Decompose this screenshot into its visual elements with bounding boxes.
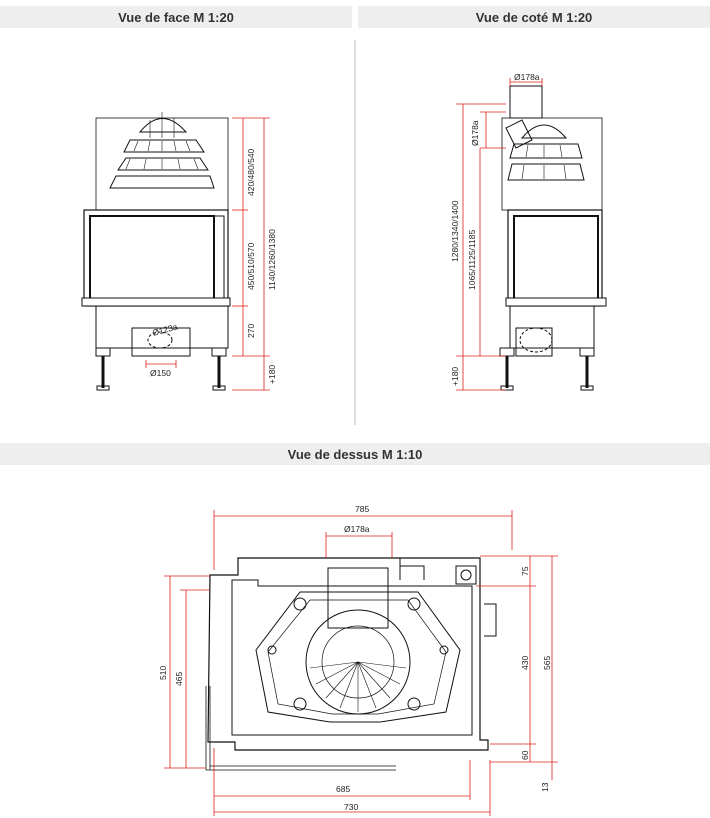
top-dim-465: 465 — [174, 672, 184, 686]
top-dim-60: 60 — [520, 750, 530, 760]
front-flue-label: Ø123a — [151, 322, 179, 338]
front-dim-feet: +180 — [267, 365, 277, 384]
top-dim-730: 730 — [344, 802, 358, 812]
front-view — [81, 112, 231, 391]
side-dimensions — [456, 78, 543, 391]
side-dim-total: 1280/1340/1400 — [450, 200, 460, 262]
top-flue-label: Ø178a — [344, 524, 370, 534]
side-dim-inner: 1065/1125/1185 — [467, 230, 477, 290]
top-dim-510: 510 — [158, 666, 168, 680]
front-dim-top: 420/480/540 — [246, 148, 256, 196]
front-dimensions — [145, 117, 270, 391]
top-dimensions — [164, 510, 558, 816]
top-view — [205, 557, 497, 771]
top-dim-430: 430 — [520, 656, 530, 670]
side-flue-top-label: Ø178a — [514, 72, 540, 82]
top-view-header: Vue de dessus M 1:10 — [0, 443, 710, 465]
front-dim-door: 450/510/570 — [246, 242, 256, 290]
side-view-header: Vue de coté M 1:20 — [358, 6, 710, 28]
side-dim-feet: +180 — [450, 367, 460, 386]
top-dim-75: 75 — [520, 566, 530, 576]
front-dim-total: 1140/1260/1380 — [267, 229, 277, 290]
front-view-header: Vue de face M 1:20 — [0, 6, 352, 28]
top-dim-785: 785 — [355, 504, 369, 514]
top-dim-13: 13 — [540, 782, 550, 792]
front-dim-base: 270 — [246, 324, 256, 338]
top-dim-685: 685 — [336, 784, 350, 794]
side-view — [499, 85, 607, 391]
top-dim-565: 565 — [542, 656, 552, 670]
side-flue-side-label: Ø178a — [470, 120, 480, 146]
front-flue2-label: Ø150 — [150, 368, 171, 378]
